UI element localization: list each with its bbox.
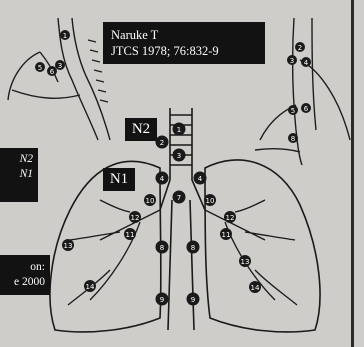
node-label-8r: 8 <box>191 244 195 252</box>
center-nodes <box>156 123 206 305</box>
right-inset-drawing <box>255 18 350 165</box>
node-label-8l: 8 <box>160 244 164 252</box>
node-label-2: 2 <box>160 139 164 147</box>
left-overlay-line4: e 2000 <box>0 275 45 290</box>
node-label-12r: 12 <box>226 214 235 222</box>
node-label-10r: 10 <box>206 197 215 205</box>
node-label-9l: 9 <box>160 296 164 304</box>
citation-author: Naruke T <box>111 27 257 43</box>
left-overlay-line3: on: <box>0 260 45 275</box>
left-overlay-n1: N1 <box>0 167 33 182</box>
node-label-7: 7 <box>177 194 181 202</box>
inset-left-label-3: 3 <box>58 62 62 70</box>
node-label-13l: 13 <box>64 242 73 250</box>
node-label-13r: 13 <box>241 258 250 266</box>
citation-reference: JTCS 1978; 76:832-9 <box>111 43 257 59</box>
node-label-14r: 14 <box>251 284 260 292</box>
right-frame-border <box>351 0 354 347</box>
node-label-3: 3 <box>177 152 181 160</box>
left-lung-outline <box>205 160 320 332</box>
left-overlay-n2: N2 <box>0 152 33 167</box>
node-label-4l: 4 <box>160 175 165 183</box>
inset-left-label-1: 1 <box>63 32 67 40</box>
n1-label: N1 <box>103 168 135 191</box>
inset-right-label-2: 2 <box>298 44 302 52</box>
inset-left-label-6: 6 <box>50 68 55 76</box>
left-inset-drawing <box>8 18 110 140</box>
node-label-1: 1 <box>177 126 181 134</box>
node-label-14l: 14 <box>86 283 95 291</box>
n2-label: N2 <box>125 118 157 141</box>
inset-right-label-6: 6 <box>304 105 309 113</box>
node-label-9r: 9 <box>191 296 195 304</box>
node-label-11l: 11 <box>126 231 135 239</box>
left-overlay-box-upper: N2 N1 <box>0 148 38 202</box>
node-label-4r: 4 <box>198 175 203 183</box>
lungs-outline <box>50 160 320 332</box>
citation-box: Naruke T JTCS 1978; 76:832-9 <box>103 22 265 64</box>
node-label-12l: 12 <box>131 214 140 222</box>
left-overlay-box-lower: on: e 2000 <box>0 255 50 295</box>
inset-right-label-5: 5 <box>291 107 295 115</box>
inset-right-label-3: 3 <box>290 57 294 65</box>
bronchial-branches <box>68 200 297 305</box>
inset-left-label-5: 5 <box>38 64 42 72</box>
node-label-11r: 11 <box>222 231 231 239</box>
node-label-10l: 10 <box>146 197 155 205</box>
inset-right-label-8: 8 <box>291 135 295 143</box>
inset-right-label-4: 4 <box>304 59 309 67</box>
